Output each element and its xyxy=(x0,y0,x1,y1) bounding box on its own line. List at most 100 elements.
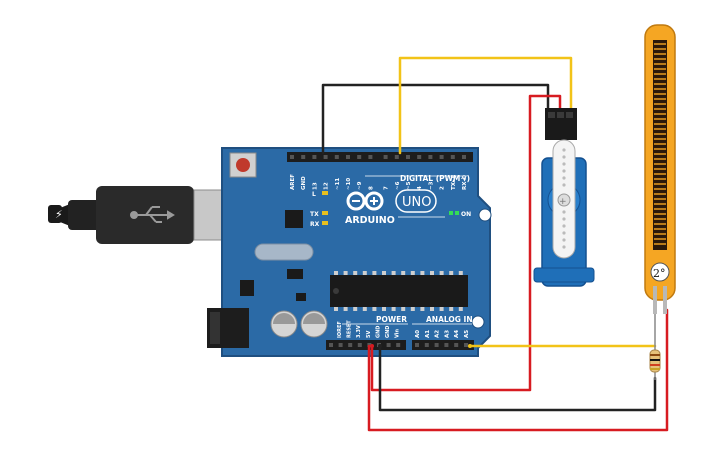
power-pin-hole[interactable] xyxy=(386,343,391,347)
digital-pin-label: ~5 xyxy=(406,181,412,190)
digital-pin-label: 2 xyxy=(440,186,446,190)
capacitor xyxy=(270,310,298,338)
flex-angle-label: 2° xyxy=(653,267,666,280)
digital-pin-label: ~11 xyxy=(335,178,341,190)
wire-signal-to-servo xyxy=(398,56,573,155)
on-label: ON xyxy=(461,211,471,218)
power-pin-hole[interactable] xyxy=(357,343,362,347)
crystal-oscillator xyxy=(254,243,314,261)
analog-pin-hole[interactable] xyxy=(434,343,439,347)
regulator-chip xyxy=(240,280,254,296)
svg-text:+: + xyxy=(559,197,567,207)
power-pin-label: Vin xyxy=(395,329,401,338)
power-pin-hole[interactable] xyxy=(348,343,353,347)
analog-pin-label: A0 xyxy=(415,330,421,338)
servo-mount-tab xyxy=(533,267,595,283)
power-bolt-icon: ⚡ xyxy=(55,208,63,221)
digital-pin-label: 12 xyxy=(324,182,330,190)
micro-servo: + xyxy=(533,108,595,287)
power-header[interactable] xyxy=(326,340,406,350)
wire-gnd-to-servo xyxy=(321,83,550,155)
usb-cable: ⚡ xyxy=(48,186,251,244)
arduino-logo-text: ARDUINO xyxy=(345,215,395,226)
digital-pin-hole[interactable] xyxy=(334,155,339,159)
digital-pin-hole[interactable] xyxy=(301,155,306,159)
analog-pin-hole[interactable] xyxy=(424,343,429,347)
power-label: POWER xyxy=(376,315,407,324)
digital-pin-hole[interactable] xyxy=(406,155,410,159)
analog-pin-hole[interactable] xyxy=(444,343,449,347)
analog-pin-hole[interactable] xyxy=(454,343,459,347)
digital-pin-hole[interactable] xyxy=(346,155,350,159)
servo-horn: + xyxy=(552,139,576,259)
analog-pin-label: A5 xyxy=(464,330,470,338)
digital-pin-hole[interactable] xyxy=(312,155,317,159)
digital-pin-label: 8 xyxy=(368,186,374,190)
digital-pin-label: TX▸1 xyxy=(451,175,457,190)
reset-button[interactable] xyxy=(229,152,257,178)
analog-pin-label: A1 xyxy=(425,330,431,338)
analog-pin-hole[interactable] xyxy=(464,343,468,347)
flex-lead xyxy=(663,286,667,314)
digital-pin-hole[interactable] xyxy=(383,155,388,159)
digital-pin-label: ~10 xyxy=(346,178,352,190)
digital-pin-hole[interactable] xyxy=(462,155,466,159)
digital-pin-label: ~9 xyxy=(357,181,363,190)
led-label-tx: TX xyxy=(310,211,319,218)
atmega-microcontroller xyxy=(330,271,468,311)
digital-pin-hole[interactable] xyxy=(439,155,444,159)
power-pin-hole[interactable] xyxy=(329,343,333,347)
usb-icon xyxy=(130,206,175,223)
digital-header-label: DIGITAL (PWM~) xyxy=(400,174,470,183)
digital-pin-hole[interactable] xyxy=(394,155,399,159)
digital-pin-label: AREF xyxy=(290,174,296,190)
analog-pin-label: A3 xyxy=(444,330,450,338)
digital-pin-label: ~3 xyxy=(428,181,434,190)
analog-pin-label: A4 xyxy=(454,330,460,338)
analog-header[interactable] xyxy=(412,340,474,350)
wires xyxy=(321,56,669,432)
power-led xyxy=(449,211,453,215)
capacitor xyxy=(300,310,328,338)
uno-badge: UNO xyxy=(395,189,437,213)
analog-pin-label: A2 xyxy=(435,330,441,338)
led-l xyxy=(322,191,328,195)
arduino-infinity-logo xyxy=(346,191,384,211)
digital-pin-label: RX◂0 xyxy=(462,175,468,190)
digital-pin-hole[interactable] xyxy=(450,155,455,159)
digital-pin-hole[interactable] xyxy=(323,155,328,159)
resistor xyxy=(649,314,661,380)
digital-pin-hole[interactable] xyxy=(290,155,294,159)
digital-pin-label: 4 xyxy=(417,186,423,190)
power-pin-label: IOREF xyxy=(337,321,343,338)
usb-interface-chip xyxy=(285,210,303,228)
analog-pin-hole[interactable] xyxy=(415,343,419,347)
digital-pin-hole[interactable] xyxy=(428,155,433,159)
uno-label: UNO xyxy=(402,195,431,210)
wire-gnd-to-resistor xyxy=(378,344,657,412)
digital-pin-hole[interactable] xyxy=(357,155,362,159)
digital-pin-label: 13 xyxy=(312,182,318,190)
digital-pin-label: ~6 xyxy=(395,181,401,190)
digital-pin-hole[interactable] xyxy=(368,155,373,159)
mounting-hole xyxy=(478,208,492,222)
mounting-hole xyxy=(471,315,485,329)
led-rx xyxy=(322,221,328,225)
led-label-l: L xyxy=(312,191,316,198)
power-pin-hole[interactable] xyxy=(396,343,401,347)
analog-label: ANALOG IN xyxy=(426,315,473,324)
digital-header[interactable] xyxy=(287,152,473,162)
led-label-rx: RX xyxy=(310,221,320,228)
power-pin-label: RESET xyxy=(347,320,353,338)
flex-sensor: 2° xyxy=(644,24,676,314)
flex-lead xyxy=(653,286,657,314)
power-pin-hole[interactable] xyxy=(338,343,343,347)
voltage-regulator xyxy=(287,269,303,279)
digital-pin-label: 7 xyxy=(384,186,390,190)
flex-angle-knob[interactable] xyxy=(650,262,670,282)
wire-5v-to-servo xyxy=(370,94,562,392)
digital-pin-hole[interactable] xyxy=(417,155,422,159)
usb-cable-tail xyxy=(48,205,62,223)
